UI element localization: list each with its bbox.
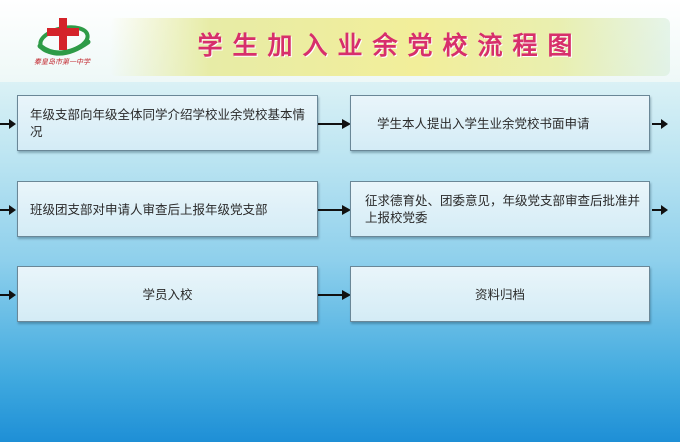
step-box-5: 学员入校 bbox=[17, 266, 318, 322]
step-text: 学生本人提出入学生业余党校书面申请 bbox=[377, 115, 590, 131]
step-text: 班级团支部对申请人审查后上报年级党支部 bbox=[30, 201, 268, 217]
arrow-right-icon bbox=[318, 290, 351, 300]
step-text: 学员入校 bbox=[142, 286, 193, 302]
school-emblem-icon bbox=[37, 18, 91, 56]
step-box-3: 班级团支部对申请人审查后上报年级党支部 bbox=[17, 181, 318, 237]
step-text: 征求德育处、团委意见，年级党支部审查后批准并上报校党委 bbox=[365, 193, 641, 225]
arrow-right-icon bbox=[318, 205, 351, 215]
arrow-right-icon bbox=[0, 205, 16, 215]
arrow-right-icon bbox=[0, 119, 16, 129]
arrow-right-icon bbox=[0, 290, 16, 300]
page-title: 学生加入业余党校流程图 bbox=[197, 31, 583, 60]
step-box-2: 学生本人提出入学生业余党校书面申请 bbox=[350, 95, 650, 151]
step-text: 资料归档 bbox=[474, 286, 525, 302]
arrow-right-icon bbox=[652, 119, 668, 129]
arrow-right-icon bbox=[652, 205, 668, 215]
school-name-caption: 秦皇岛市第一中学 bbox=[34, 58, 90, 66]
step-text: 年级支部向年级全体同学介绍学校业余党校基本情况 bbox=[30, 107, 306, 139]
title-banner bbox=[110, 18, 670, 76]
step-box-4: 征求德育处、团委意见，年级党支部审查后批准并上报校党委 bbox=[350, 181, 650, 237]
arrow-right-icon bbox=[318, 119, 351, 129]
step-box-1: 年级支部向年级全体同学介绍学校业余党校基本情况 bbox=[17, 95, 318, 151]
step-box-6: 资料归档 bbox=[350, 266, 650, 322]
